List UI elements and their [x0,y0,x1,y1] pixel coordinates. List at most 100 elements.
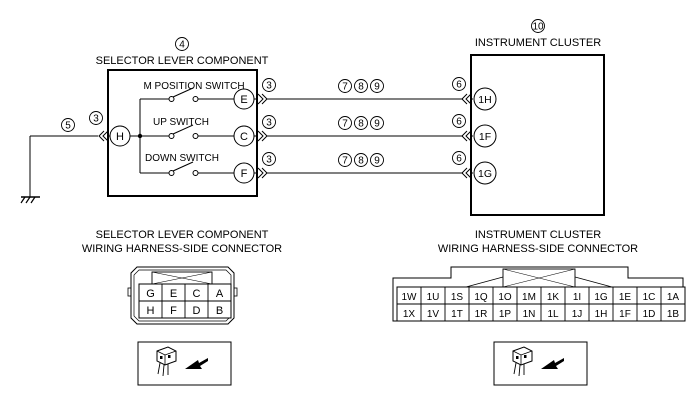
connector-pin-label: 1T [451,309,463,320]
cluster-title: INSTRUMENT CLUSTER [475,37,601,49]
terminal-1h: 1H 6 [452,77,497,111]
switch-contact [192,133,199,139]
cluster-number-circle [531,19,545,33]
selector-title: SELECTOR LEVER COMPONENT [96,55,269,67]
connector-pin-label: H [147,305,155,317]
terminal-c: C 3 [233,115,276,147]
view-direction-box [137,341,232,386]
terminal-f: F 3 [233,152,276,184]
connector-pin-label: 1B [667,309,680,320]
connector-chevron-icon [98,130,109,142]
wire-f-to-1g: 7 8 9 [267,153,463,174]
wire-segment-number: 8 [358,119,364,130]
switch-down: DOWN SWITCH [140,153,234,176]
terminal-label: 1F [479,131,491,143]
connector-number-circle [452,114,466,128]
selector-lever-component: 4 SELECTOR LEVER COMPONENT [96,37,269,197]
connector-number-circle [262,115,276,129]
switch-label: DOWN SWITCH [145,153,219,164]
switch-blade [172,124,194,135]
terminal-1h-circle [473,87,497,111]
selector-connector-subtitle: WIRING HARNESS-SIDE CONNECTOR [82,243,282,255]
connector-number: 3 [266,81,272,92]
wire-segment-number: 8 [358,156,364,167]
connector-number: 6 [456,117,462,128]
selector-connector-face [127,266,238,325]
hub-terminal-label: H [116,131,124,143]
switch-contact [192,170,199,176]
wire-segment-number: 7 [342,119,348,130]
switch-contact [168,133,175,139]
terminal-e: E 3 [233,78,276,110]
switch-blade [172,161,194,172]
connector-number: 3 [266,118,272,129]
terminal-label: E [240,94,247,106]
wire-e-to-1h: 7 8 9 [267,79,463,100]
hub-connector-number-circle [89,111,103,125]
switch-contact [168,96,175,102]
connector-number-circle [262,152,276,166]
connector-pin-label: 1U [427,292,440,303]
connector-chevron-icon [461,167,472,179]
connector-view-arrow-icon [512,346,564,377]
connector-number-circle [452,151,466,165]
connector-chevron-icon [461,93,472,105]
selector-number: 4 [179,40,185,51]
connector-pin-label: 1W [402,292,418,303]
switch-blade [172,87,194,98]
connector-pin-label: 1H [595,309,608,320]
cluster-connector-title: INSTRUMENT CLUSTER [475,229,601,241]
connector-view-arrow-icon [156,346,208,377]
cluster-connector-face [392,266,686,322]
connector-chevron-icon [257,130,268,142]
cluster-connector-subtitle: WIRING HARNESS-SIDE CONNECTOR [438,243,638,255]
terminal-1g-circle [473,161,497,185]
switch-m-position: M POSITION SWITCH [140,81,245,102]
wire-c-to-1f: 7 8 9 [267,116,463,137]
switch-contact [168,170,175,176]
wire-segment-number: 7 [342,156,348,167]
switch-label: UP SWITCH [153,117,209,128]
connector-pin-label: G [146,288,155,300]
view-direction-box [493,341,588,386]
switch-contact [192,96,199,102]
connector-number: 3 [266,155,272,166]
wire-segment-number: 9 [374,156,380,167]
connector-pin-label: 1Q [474,292,488,303]
connector-pin-label: 1X [403,309,416,320]
instrument-cluster: 10 INSTRUMENT CLUSTER [470,19,605,216]
ground-wire: 5 [20,118,98,204]
connector-pin-label: 1P [499,309,512,320]
terminal-1f: 1F 6 [452,114,497,148]
connector-pin-label: 1R [475,309,488,320]
connector-pin-label: 1I [573,292,581,303]
connector-pin-label: 1C [643,292,656,303]
connector-pin-label: 1E [619,292,632,303]
wire-segment-number: 9 [374,119,380,130]
connector-number: 6 [456,154,462,165]
terminal-label: C [240,131,248,143]
connector-pin-label: 1M [522,292,536,303]
cluster-number: 10 [532,22,544,33]
connector-pin-label: 1K [547,292,560,303]
connector-chevron-icon [257,167,268,179]
wire-segment-number: 7 [342,82,348,93]
connector-pin-label: 1J [572,309,583,320]
connector-pin-label: D [193,305,201,317]
connector-chevron-icon [257,93,268,105]
hub-connector-number: 3 [93,114,99,125]
ground-symbol-icon [20,196,40,204]
ground-wire-number: 5 [65,121,71,132]
switch-label: M POSITION SWITCH [143,81,244,92]
connector-pin-label: 1N [523,309,536,320]
connector-pin-label: B [216,305,223,317]
connector-pin-label: 1A [667,292,680,303]
connector-pin-label: 1V [427,309,440,320]
terminal-label: 1G [478,168,492,180]
connector-pin-label: 1D [643,309,656,320]
connector-pin-label: C [193,288,201,300]
